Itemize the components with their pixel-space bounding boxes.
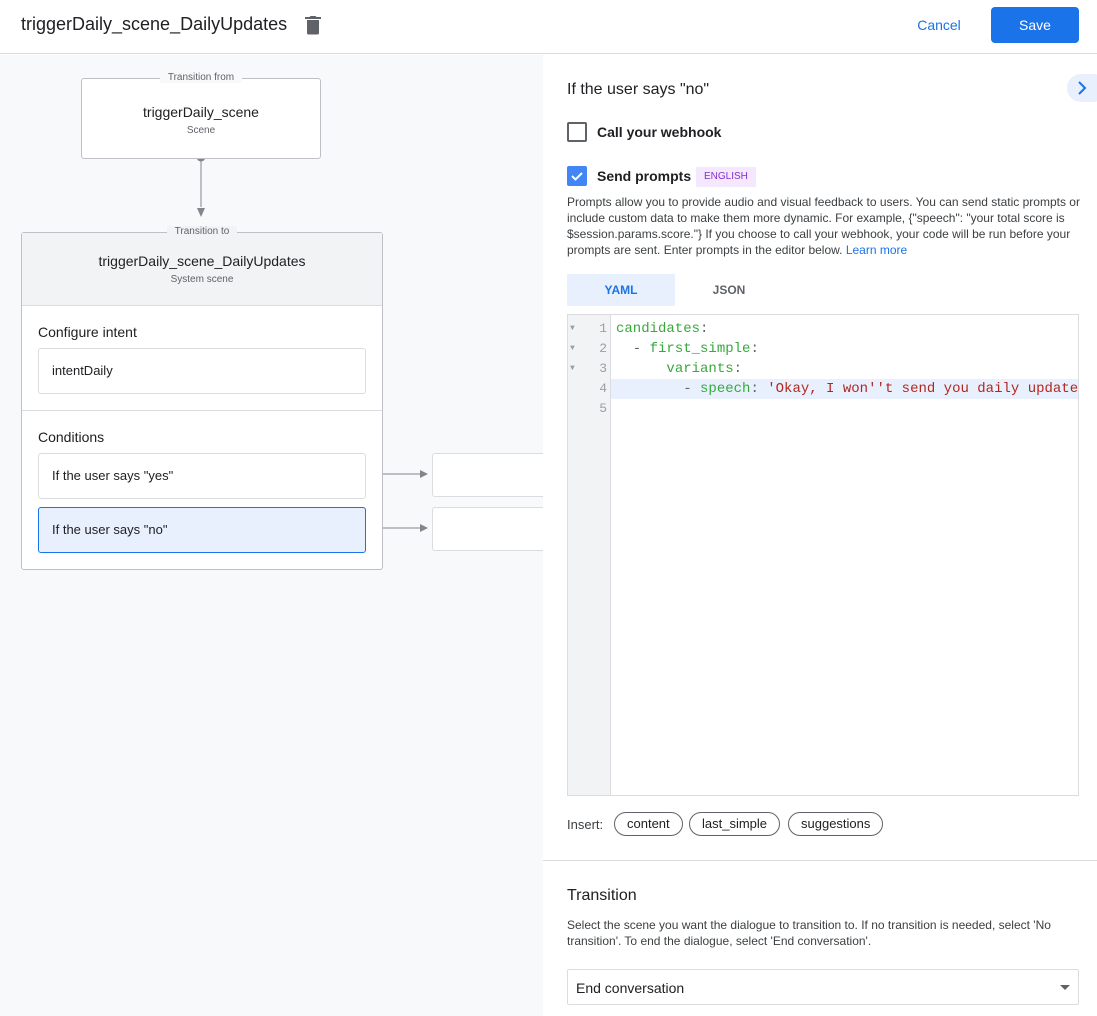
dropdown-arrow-icon <box>1060 985 1070 990</box>
to-scene-name: triggerDaily_scene_DailyUpdates <box>98 253 306 269</box>
cancel-button[interactable]: Cancel <box>906 8 972 42</box>
insert-chip-suggestions[interactable]: suggestions <box>788 812 884 836</box>
fold-icon[interactable]: ▼ <box>570 344 575 353</box>
top-bar: triggerDaily_scene_DailyUpdates Cancel S… <box>0 0 1097 54</box>
check-icon <box>571 172 583 181</box>
insert-label: Insert: <box>567 817 604 832</box>
code-line: - first_simple: <box>616 341 759 357</box>
condition-no-target[interactable] <box>432 507 543 551</box>
chevron-right-icon <box>1078 81 1087 95</box>
from-scene-type: Scene <box>186 125 216 136</box>
transition-description: Select the scene you want the dialogue t… <box>567 918 1051 948</box>
send-prompts-label: Send prompts <box>597 168 692 184</box>
conditions-label: Conditions <box>38 429 105 445</box>
tab-json[interactable]: JSON <box>712 283 746 297</box>
condition-yes-target[interactable] <box>432 453 543 497</box>
transition-from-label: Transition from <box>159 72 243 83</box>
to-scene-type: System scene <box>170 274 234 285</box>
from-scene-name: triggerDaily_scene <box>143 104 259 120</box>
condition-panel: If the user says "no" Call your webhook … <box>543 55 1097 1016</box>
delete-icon[interactable] <box>304 15 322 35</box>
save-button[interactable]: Save <box>991 7 1079 43</box>
transition-select-value: End conversation <box>576 980 685 996</box>
code-line: candidates: <box>616 321 709 337</box>
learn-more-link[interactable]: Learn more <box>845 243 908 257</box>
transition-to-label: Transition to <box>166 226 238 237</box>
line-gutter: ▼1 ▼2 ▼3 4 5 <box>568 315 611 795</box>
transition-from-node[interactable]: Transition from triggerDaily_scene Scene <box>81 72 321 159</box>
language-badge: ENGLISH <box>696 167 756 187</box>
condition-no[interactable]: If the user says "no" <box>38 507 366 553</box>
panel-title: If the user says "no" <box>567 81 710 98</box>
transition-to-node[interactable]: triggerDaily_scene_DailyUpdates System s… <box>21 226 383 570</box>
fold-icon[interactable]: ▼ <box>570 324 575 333</box>
prompts-description: Prompts allow you to provide audio and v… <box>567 194 1081 258</box>
collapse-panel-button[interactable] <box>1067 74 1097 102</box>
transition-title: Transition <box>567 887 637 904</box>
insert-chip-content[interactable]: content <box>614 812 683 836</box>
configure-intent-label: Configure intent <box>38 324 137 340</box>
page-title: triggerDaily_scene_DailyUpdates <box>21 14 288 34</box>
description-text: Prompts allow you to provide audio and v… <box>567 195 1080 257</box>
fold-icon[interactable]: ▼ <box>570 364 575 373</box>
webhook-label: Call your webhook <box>597 124 722 140</box>
transition-select[interactable]: End conversation <box>567 969 1079 1005</box>
scene-flow-canvas[interactable]: Transition from triggerDaily_scene Scene… <box>0 55 543 1016</box>
code-editor[interactable]: ▼1 ▼2 ▼3 4 5 candidates: - first_simple:… <box>567 314 1079 796</box>
insert-chip-last-simple[interactable]: last_simple <box>689 812 781 836</box>
webhook-checkbox[interactable] <box>567 122 587 142</box>
condition-yes[interactable]: If the user says "yes" <box>38 453 366 499</box>
code-line: - speech: 'Okay, I won''t send you daily… <box>616 381 1078 397</box>
tab-yaml[interactable]: YAML <box>567 274 675 306</box>
code-line: variants: <box>666 361 743 377</box>
send-prompts-checkbox[interactable] <box>567 166 587 186</box>
intent-item[interactable]: intentDaily <box>38 348 366 394</box>
